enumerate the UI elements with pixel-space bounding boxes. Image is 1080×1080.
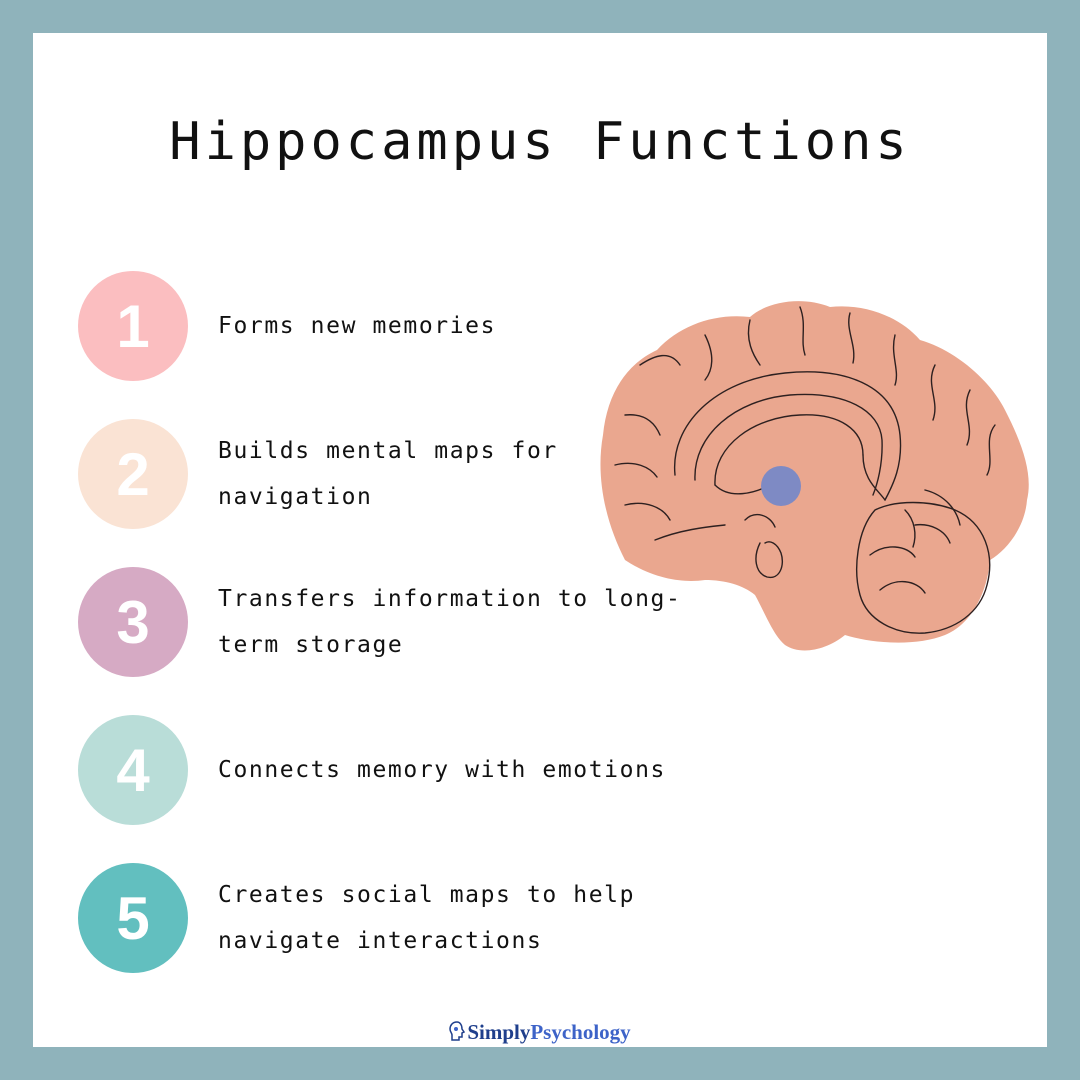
head-icon	[449, 1021, 466, 1047]
number-badge: 2	[78, 419, 188, 529]
brand-logo: SimplyPsychology	[0, 1020, 1080, 1047]
page-title: Hippocampus Functions	[169, 112, 911, 172]
brand-name-part2: Psychology	[530, 1020, 631, 1044]
brain-outline	[600, 301, 1029, 651]
function-text: Transfers information to long-term stora…	[218, 586, 682, 658]
function-item-5: 5 Creates social maps to help navigate i…	[78, 863, 758, 973]
number-badge: 3	[78, 567, 188, 677]
number-badge: 5	[78, 863, 188, 973]
function-item-4: 4 Connects memory with emotions	[78, 715, 758, 825]
brand-name-part1: Simply	[467, 1020, 531, 1044]
number-badge: 1	[78, 271, 188, 381]
function-text: Creates social maps to help navigate int…	[218, 882, 636, 954]
number-badge: 4	[78, 715, 188, 825]
hippocampus-marker	[761, 466, 801, 506]
function-text: Builds mental maps for navigation	[218, 438, 558, 510]
function-text: Forms new memories	[218, 313, 497, 339]
function-item-2: 2 Builds mental maps for navigation	[78, 419, 758, 529]
brain-illustration	[600, 301, 1029, 651]
function-item-1: 1 Forms new memories	[78, 271, 758, 381]
function-item-3: 3 Transfers information to long-term sto…	[78, 567, 758, 677]
function-text: Connects memory with emotions	[218, 757, 666, 783]
